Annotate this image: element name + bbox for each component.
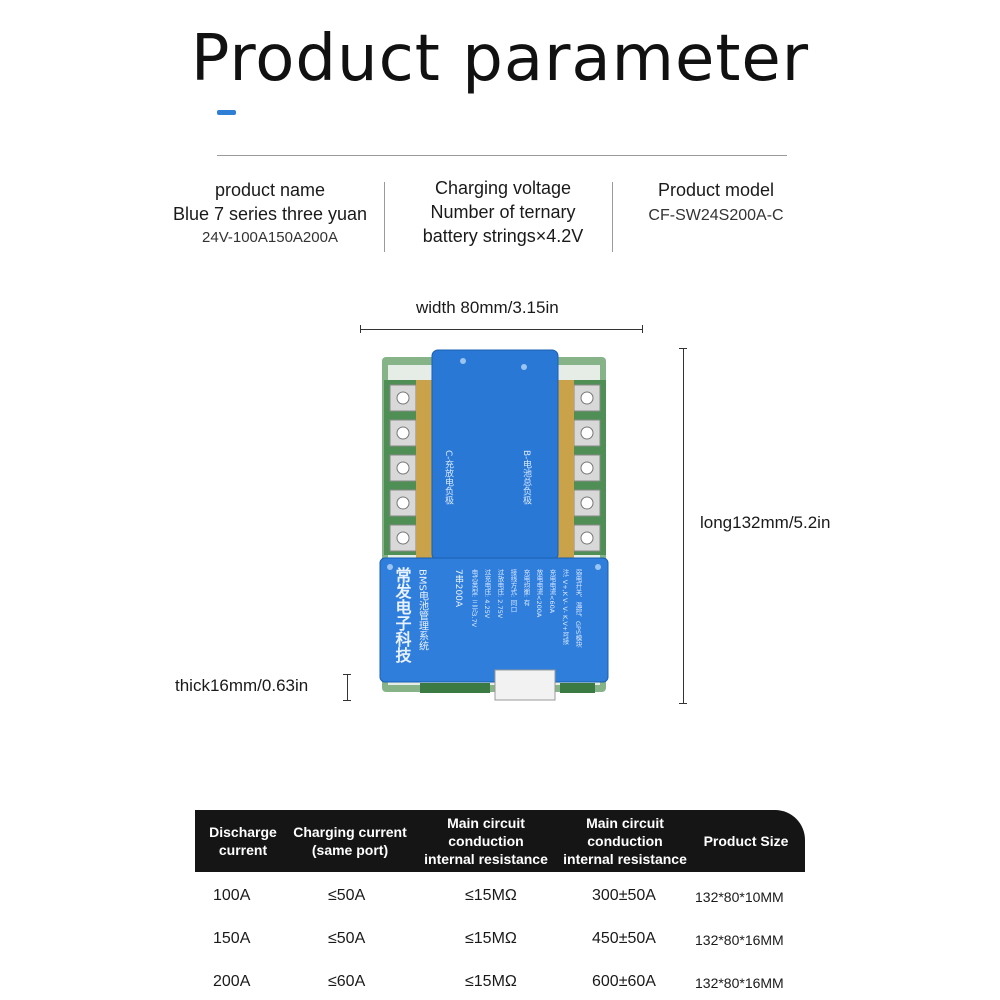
bms-subtitle: BMS电池管理系统	[417, 569, 429, 651]
b-negative-label: B-电池总负极	[521, 450, 532, 505]
board-spec-line: 弱电开关、温控、GPS模块	[574, 569, 582, 649]
length-dimension-label: long132mm/5.2in	[700, 513, 831, 532]
width-dimension-tick	[360, 325, 361, 333]
length-dimension-tick	[679, 703, 687, 704]
thickness-dimension-tick	[343, 700, 351, 701]
board-model-label: 7串200A	[453, 569, 464, 608]
product-model-label: Product model	[657, 180, 775, 200]
board-spec-line: 接线方式: 同口	[509, 568, 517, 613]
header-charging-current: Charging current(same port)	[293, 824, 407, 858]
column-divider	[384, 182, 385, 252]
product-model-value: CF-SW24S200A-C	[648, 207, 784, 224]
copper-strip-right	[556, 380, 574, 560]
board-component-strip	[560, 683, 595, 693]
length-dimension-tick	[679, 348, 687, 349]
board-spec-line: 充电均衡: 有	[522, 568, 530, 607]
board-spec-line: 放电电流<200A	[535, 568, 543, 618]
width-dimension-label: width 80mm/3.15in	[416, 298, 559, 317]
width-dimension-tick	[642, 325, 643, 333]
product-name-block: product name Blue 7 series three yuan 24…	[150, 178, 390, 250]
board-spec-line: 充电电流<60A	[548, 568, 556, 614]
c-negative-label: C-充放电负极	[443, 450, 454, 505]
length-dimension-line	[683, 348, 684, 704]
charging-voltage-line3: battery strings×4.2V	[422, 226, 584, 246]
column-divider	[612, 182, 613, 252]
page-title: Product parameter	[190, 22, 810, 96]
board-spec-lines: 电芯类型: 三元3.7V 过充电压: 4.25V 过放电压: 2.75V 接线方式: …	[470, 568, 582, 649]
board-spec-line: 注: V+,K V- V- K,V+可接	[561, 568, 569, 646]
bms-board-image: C-充放电负极 B-电池总负极 常发电子科技 BMS电池管理系统 7串200A …	[379, 349, 609, 701]
product-name-label: product name	[214, 180, 326, 200]
board-component-strip	[420, 683, 490, 693]
copper-strip-left	[416, 380, 434, 560]
charging-voltage-line2: Number of ternary	[430, 202, 576, 222]
board-spec-line: 过放电压: 2.75V	[496, 568, 504, 619]
product-model-block: Product model CF-SW24S200A-C	[616, 178, 816, 228]
product-name-value: Blue 7 series three yuan	[172, 204, 368, 224]
thickness-dimension-label: thick16mm/0.63in	[175, 676, 309, 695]
lower-blue-cover	[379, 557, 609, 683]
charging-voltage-label: Charging voltage	[434, 178, 572, 198]
board-spec-line: 电芯类型: 三元3.7V	[470, 568, 478, 628]
thickness-dimension-tick	[343, 674, 351, 675]
header-product-size: Product Size	[703, 833, 789, 849]
charging-voltage-block: Charging voltage Number of ternary batte…	[388, 176, 618, 248]
product-name-variants: 24V-100A150A200A	[202, 229, 338, 246]
thickness-dimension-line	[347, 674, 348, 701]
header-divider	[217, 155, 787, 156]
brand-label: 常发电子科技	[393, 566, 413, 664]
left-terminals	[384, 380, 424, 555]
width-dimension-line	[360, 329, 643, 330]
balance-connector	[494, 669, 556, 701]
board-spec-line: 过充电压: 4.25V	[483, 568, 491, 619]
title-accent-bar	[217, 110, 236, 115]
